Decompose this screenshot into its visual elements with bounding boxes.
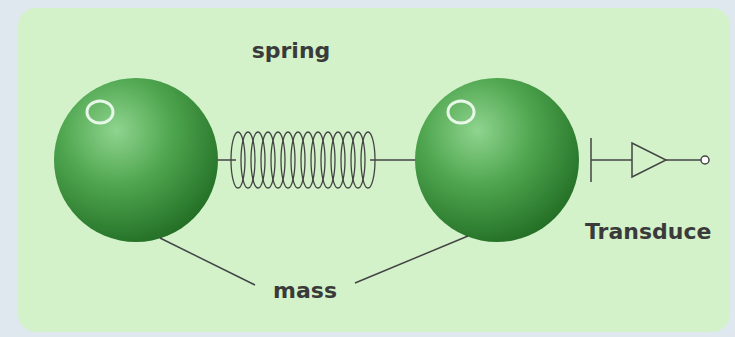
sphere-highlight — [87, 101, 113, 123]
leader-lines — [160, 236, 468, 285]
mass-label: mass — [273, 280, 337, 302]
spring-coil — [231, 132, 375, 188]
transducer-symbol — [591, 138, 709, 182]
spring-end — [370, 159, 418, 161]
mass-sphere — [54, 78, 218, 242]
transducer-label: Transduce — [585, 221, 711, 243]
spring-label: spring — [252, 40, 331, 62]
spring-end — [216, 159, 236, 161]
mass-sphere — [415, 78, 579, 242]
sphere-highlight — [448, 101, 474, 123]
